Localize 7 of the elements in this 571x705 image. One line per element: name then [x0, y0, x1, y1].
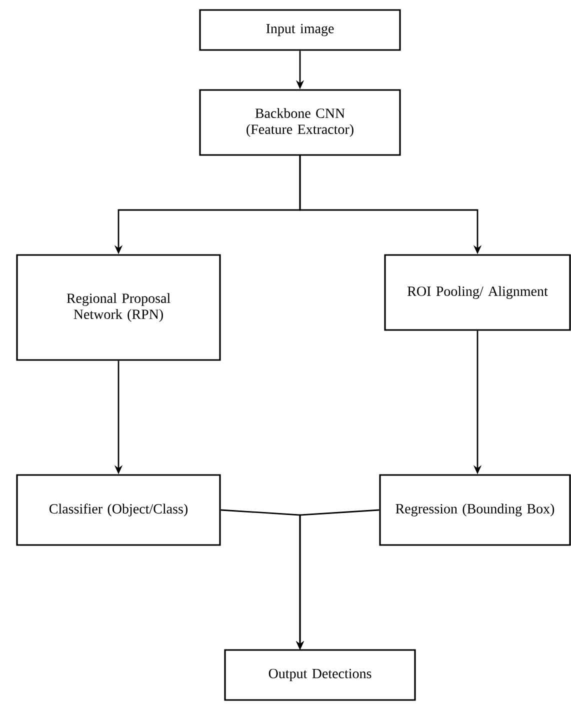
process-box: Backbone CNN (Feature Extractor)	[199, 89, 401, 156]
process-box: Regression (Bounding Box)	[379, 474, 571, 546]
process-box: Output Detections	[224, 649, 416, 701]
process-box: Input image	[199, 9, 401, 51]
process-box: Regional Proposal Network (RPN)	[16, 254, 221, 361]
process-box: Classifier (Object/Class)	[16, 474, 221, 546]
process-box: ROI Pooling/ Alignment	[384, 254, 571, 331]
